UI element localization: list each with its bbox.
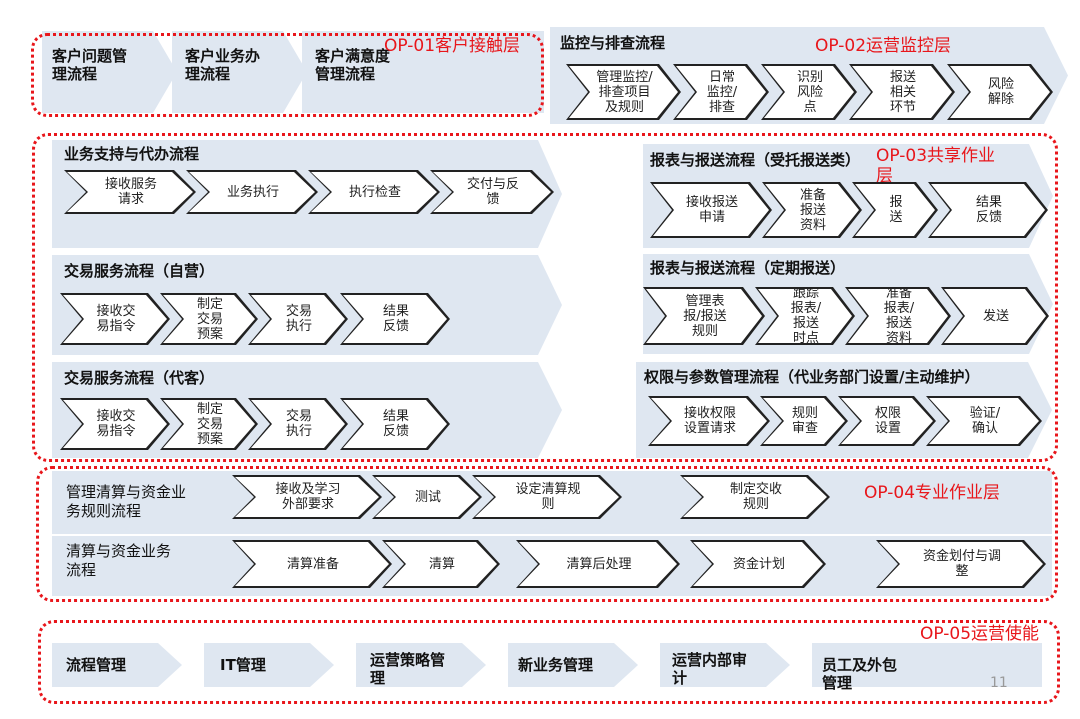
step-label: 交易 执行 [285,304,312,334]
op04-frame [36,466,1058,602]
op02-step-label: 风险 解除 [987,77,1014,107]
op03-support-step-3[interactable]: 执行检查 [308,170,440,214]
step-label: 交付与反 馈 [466,177,519,207]
op04-row1-step-1[interactable]: 接收及学习 外部要求 [232,475,382,519]
op02-step-label: 报送 相关 环节 [889,69,916,115]
op05-frame [38,620,1060,704]
step-label: 准备 报表/ 报送 资料 [883,286,915,346]
op02-title: 监控与排查流程 [560,34,666,52]
step-label: 制定 交易 预案 [196,296,223,342]
step-label: 接收交 易指令 [96,304,136,334]
step-label: 权限 设置 [874,406,901,436]
op04-row1-step-4[interactable]: 制定交收 规则 [680,475,830,519]
step-label: 报 送 [889,195,903,225]
op03-report-period-title: 报表与报送流程（定期报送） [650,259,846,277]
op03-tag: OP-03共享作业 层 [876,146,996,186]
step-label: 资金划付与调 整 [922,549,1001,579]
op05-band [52,643,182,687]
step-label: 跟踪 报表/ 报送 时点 [790,286,822,346]
op03-report-trust-step-1[interactable]: 接收报送 申请 [650,182,772,238]
op01-band [302,31,544,113]
op01-item-customer-business[interactable]: 客户业务办 理流程 [185,47,261,83]
op03-trade-agent-step-3[interactable]: 交易 执行 [248,398,348,450]
op05-band [812,643,1042,687]
op04-row2-step-4[interactable]: 资金计划 [690,540,826,588]
op04-row1-title: 管理清算与资金业 务规则流程 [66,483,187,520]
step-label: 结果 反馈 [382,304,409,334]
step-label: 接收权限 设置请求 [683,406,736,436]
step-label: 交易 执行 [285,409,312,439]
step-label: 发送 [982,308,1009,324]
op05-band [508,643,638,687]
step-label: 制定交收 规则 [729,482,782,512]
op03-support-step-1[interactable]: 接收服务 请求 [64,170,196,214]
op01-item-customer-satisfaction[interactable]: 客户满意度 管理流程 [315,47,391,83]
op03-trade-agent-title: 交易服务流程（代客） [64,369,215,387]
op05-band [204,643,334,687]
op05-band [660,643,790,687]
op05-band [356,643,486,687]
step-label: 清算 [428,556,455,572]
op03-support-step-2[interactable]: 业务执行 [186,170,318,214]
op03-frame [32,133,1058,462]
op05-item-it[interactable]: IT管理 [220,656,266,674]
op03-report-period-step-3[interactable]: 准备 报表/ 报送 资料 [845,287,951,345]
op04-row2-step-1[interactable]: 清算准备 [232,540,392,588]
op03-trade-self-step-3[interactable]: 交易 执行 [248,293,348,345]
op03-trade-self-title: 交易服务流程（自营） [64,262,215,280]
step-label: 接收及学习 外部要求 [275,482,341,512]
op03-permission-title: 权限与参数管理流程（代业务部门设置/主动维护） [644,368,980,386]
step-label: 测试 [414,489,441,505]
op03-report-trust-step-4[interactable]: 结果 反馈 [928,182,1048,238]
op02-tag: OP-02运营监控层 [815,36,952,56]
step-label: 准备 报送 资料 [799,187,826,233]
step-label: 接收报送 申请 [685,195,738,225]
op03-report-period-step-1[interactable]: 管理表 报/报送 规则 [643,287,765,345]
op03-report-trust-title: 报表与报送流程（受托报送类） [650,151,861,169]
step-label: 管理表 报/报送 规则 [683,293,727,339]
op02-step-label: 日常 监控/ 排查 [706,69,738,115]
step-label: 规则 审查 [791,406,818,436]
step-label: 资金计划 [732,556,785,572]
op04-row1-step-3[interactable]: 设定清算规 则 [472,475,622,519]
step-label: 接收交 易指令 [96,409,136,439]
op04-tag: OP-04专业作业层 [864,483,1001,503]
op01-band [172,31,307,113]
step-label: 业务执行 [226,184,279,200]
step-label: 结果 反馈 [975,195,1002,225]
op01-item-customer-issue[interactable]: 客户问题管 理流程 [52,47,128,83]
op05-item-audit[interactable]: 运营内部审 计 [672,651,748,687]
op02-step-label: 管理监控/ 排查项目 及规则 [596,69,653,115]
step-label: 接收服务 请求 [104,177,157,207]
step-label: 制定 交易 预案 [196,401,223,447]
op03-permission-step-1[interactable]: 接收权限 设置请求 [648,396,770,446]
step-label: 结果 反馈 [382,409,409,439]
op05-item-process[interactable]: 流程管理 [66,656,127,674]
op04-row2-step-5[interactable]: 资金划付与调 整 [876,540,1046,588]
step-label: 设定清算规 则 [515,482,581,512]
op01-band [42,31,177,113]
step-label: 执行检查 [348,184,401,200]
step-label: 验证/ 确认 [969,406,1001,436]
page-number: 11 [990,675,1008,691]
op03-support-title: 业务支持与代办流程 [64,145,200,163]
op05-item-staff[interactable]: 员工及外包 管理 [822,656,898,692]
op04-row2-title: 清算与资金业务 流程 [66,542,172,579]
op02-step-label: 识别 风险 点 [796,69,823,115]
op05-item-strategy[interactable]: 运营策略管 理 [370,651,446,687]
op01-tag: OP-01客户接触层 [384,36,521,56]
op03-support-step-4[interactable]: 交付与反 馈 [430,170,554,214]
op04-row2-step-3[interactable]: 清算后处理 [516,540,680,588]
op02-step-2[interactable]: 日常 监控/ 排查 [673,64,769,120]
op05-item-new-business[interactable]: 新业务管理 [518,656,594,674]
op03-trade-self-step-1[interactable]: 接收交 易指令 [60,293,170,345]
step-label: 清算后处理 [566,556,632,572]
op03-trade-self-step-2[interactable]: 制定 交易 预案 [160,293,258,345]
op05-tag: OP-05运营使能 [920,624,1040,644]
op01-frame [31,33,544,117]
step-label: 清算准备 [286,556,339,572]
